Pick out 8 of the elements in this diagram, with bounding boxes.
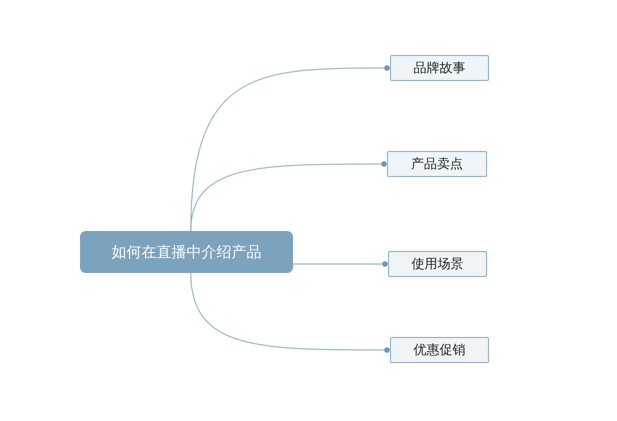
subtopic-box: 产品卖点 [387,151,487,177]
topic-box: 如何在直播中介绍产品 [80,231,293,273]
connector-line [190,161,387,232]
subtopic-box: 优惠促销 [390,337,489,363]
subtopic-box: 使用场景 [388,251,487,277]
connector-line [190,272,390,353]
connector-line [292,261,388,267]
subtopic-box: 品牌故事 [390,55,489,81]
